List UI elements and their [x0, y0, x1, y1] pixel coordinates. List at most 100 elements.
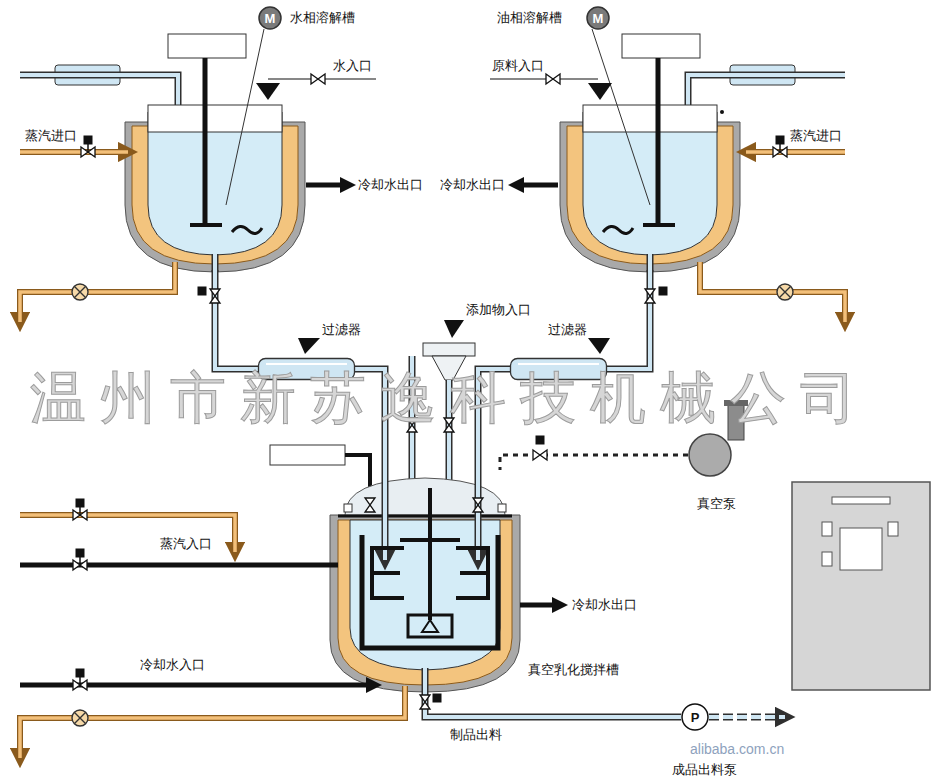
water-tank-drawing-part	[168, 34, 246, 58]
port-label: 蒸汽进口	[25, 128, 77, 143]
vacuum-line	[500, 455, 688, 470]
valve-symbol-part	[81, 147, 95, 157]
additive-inlet-part	[423, 343, 475, 356]
pipe-core	[355, 369, 385, 470]
water-tank-drawing-part	[20, 150, 128, 154]
part-label: 过滤器	[322, 322, 361, 337]
valve-symbol-part	[433, 694, 442, 703]
oil-tank-drawing-part	[603, 226, 633, 233]
valve-symbol-part	[73, 560, 87, 570]
pipe-wall	[607, 270, 650, 369]
utility-lines-part	[709, 714, 785, 721]
filter-outline	[510, 358, 607, 380]
vacuum-pump: 真空泵	[688, 433, 732, 477]
port-label: 添加物入口	[466, 302, 531, 317]
port-label: 冷却水出口	[440, 177, 505, 192]
control-cabinet-part	[792, 482, 930, 690]
water-tank-drawing-part	[256, 83, 280, 100]
oil-tank-drawing-part	[648, 254, 652, 272]
utility-lines-part	[20, 686, 405, 758]
water-tank-drawing-part	[213, 254, 217, 272]
pipe-core	[215, 270, 258, 369]
oil-tank-drawing-part	[490, 78, 598, 79]
part-label: 过滤器	[548, 322, 587, 337]
valve-symbol-part	[773, 147, 787, 157]
pipe-label: 制品出料	[448, 727, 504, 742]
dissolving-tank: 水相溶解槽	[125, 105, 305, 270]
water-tank-drawing	[20, 29, 376, 322]
watermark: 温州市新苏逸科技机械公司	[30, 368, 870, 428]
oil-tank-drawing-part	[746, 150, 845, 154]
control-cabinet-part	[840, 528, 882, 570]
motor-symbol-outline	[586, 6, 610, 30]
pipe	[215, 270, 258, 369]
valve-symbol-part	[198, 287, 207, 296]
valve-symbol-part	[645, 289, 655, 303]
water-tank-drawing-part	[232, 226, 262, 233]
water-tank-drawing-part	[148, 105, 282, 132]
valve-symbol-part	[473, 498, 483, 512]
emulsifier-drawing-part	[498, 504, 506, 512]
pipe	[355, 369, 385, 470]
valve-symbol-part	[76, 549, 85, 558]
emulsifier-drawing	[270, 445, 560, 692]
port-label: 冷却水出口	[358, 177, 423, 192]
vacuum-pump-outline	[688, 433, 732, 477]
water-tank-drawing-part	[203, 58, 208, 225]
utility-lines-part	[20, 515, 235, 552]
valve-symbol-part	[776, 136, 785, 145]
motor-symbol-body	[259, 7, 281, 29]
emulsifier-drawing-part	[270, 445, 345, 465]
water-tank-drawing-part	[20, 149, 128, 155]
part-label: 水相溶解槽	[290, 10, 355, 25]
emulsifier-drawing-part	[422, 668, 429, 692]
port-label: 原料入口	[492, 58, 544, 73]
emulsifier-drawing-part	[456, 548, 488, 598]
water-tank-drawing-part	[306, 183, 348, 188]
symbol-letter: M	[593, 11, 604, 26]
filter-highlight	[518, 363, 599, 365]
oil-tank-drawing-part	[592, 29, 650, 205]
valve-symbol-part	[73, 680, 87, 690]
motor-symbol-outline	[258, 6, 282, 30]
vacuum-pump-body	[689, 434, 731, 476]
utility-lines-part	[20, 563, 338, 568]
product-pump: P成品出料泵	[681, 703, 709, 731]
oil-tank-drawing-part	[588, 83, 612, 100]
filter-outline	[258, 358, 355, 380]
valve-symbol	[72, 74, 793, 726]
filter: 过滤器	[258, 358, 355, 380]
valve-symbol-part	[546, 74, 560, 84]
utility-lines-part	[20, 686, 405, 758]
valve-symbol-part	[73, 510, 87, 520]
emulsifier-drawing-part	[428, 488, 432, 620]
emulsifier-drawing-part	[422, 620, 438, 632]
water-tank-drawing-part	[212, 254, 219, 272]
oil-tank-drawing-part	[516, 183, 558, 188]
emulsifier-drawing-part	[423, 668, 427, 692]
emulsifier-drawing-part	[408, 615, 452, 637]
pipe	[607, 270, 650, 369]
utility-lines-part	[20, 515, 235, 552]
water-tank-drawing-part	[148, 112, 282, 255]
port-label: 水入口	[333, 58, 372, 73]
valve-symbol-part	[311, 74, 325, 84]
control-cabinet-part	[822, 552, 832, 566]
filter-body	[511, 359, 607, 380]
port-label: 冷却水出口	[572, 597, 637, 612]
valve-symbol-part	[659, 287, 668, 296]
utility-lines-part	[709, 715, 785, 719]
filter-highlight	[266, 363, 347, 365]
oil-tank-drawing-part	[647, 254, 654, 272]
pipe-wall	[355, 369, 385, 470]
pipe	[425, 692, 681, 717]
oil-tank-drawing-part	[643, 223, 675, 227]
water-tank-drawing-part	[226, 29, 264, 205]
port-label: 冷却水入口	[140, 657, 205, 672]
vacuum-pump-drawing	[724, 400, 748, 440]
emulsifier-drawing-part	[372, 548, 404, 598]
oil-tank-drawing-part	[583, 112, 717, 255]
emulsifier-drawing-part	[338, 520, 512, 685]
filter: 过滤器	[510, 358, 607, 380]
